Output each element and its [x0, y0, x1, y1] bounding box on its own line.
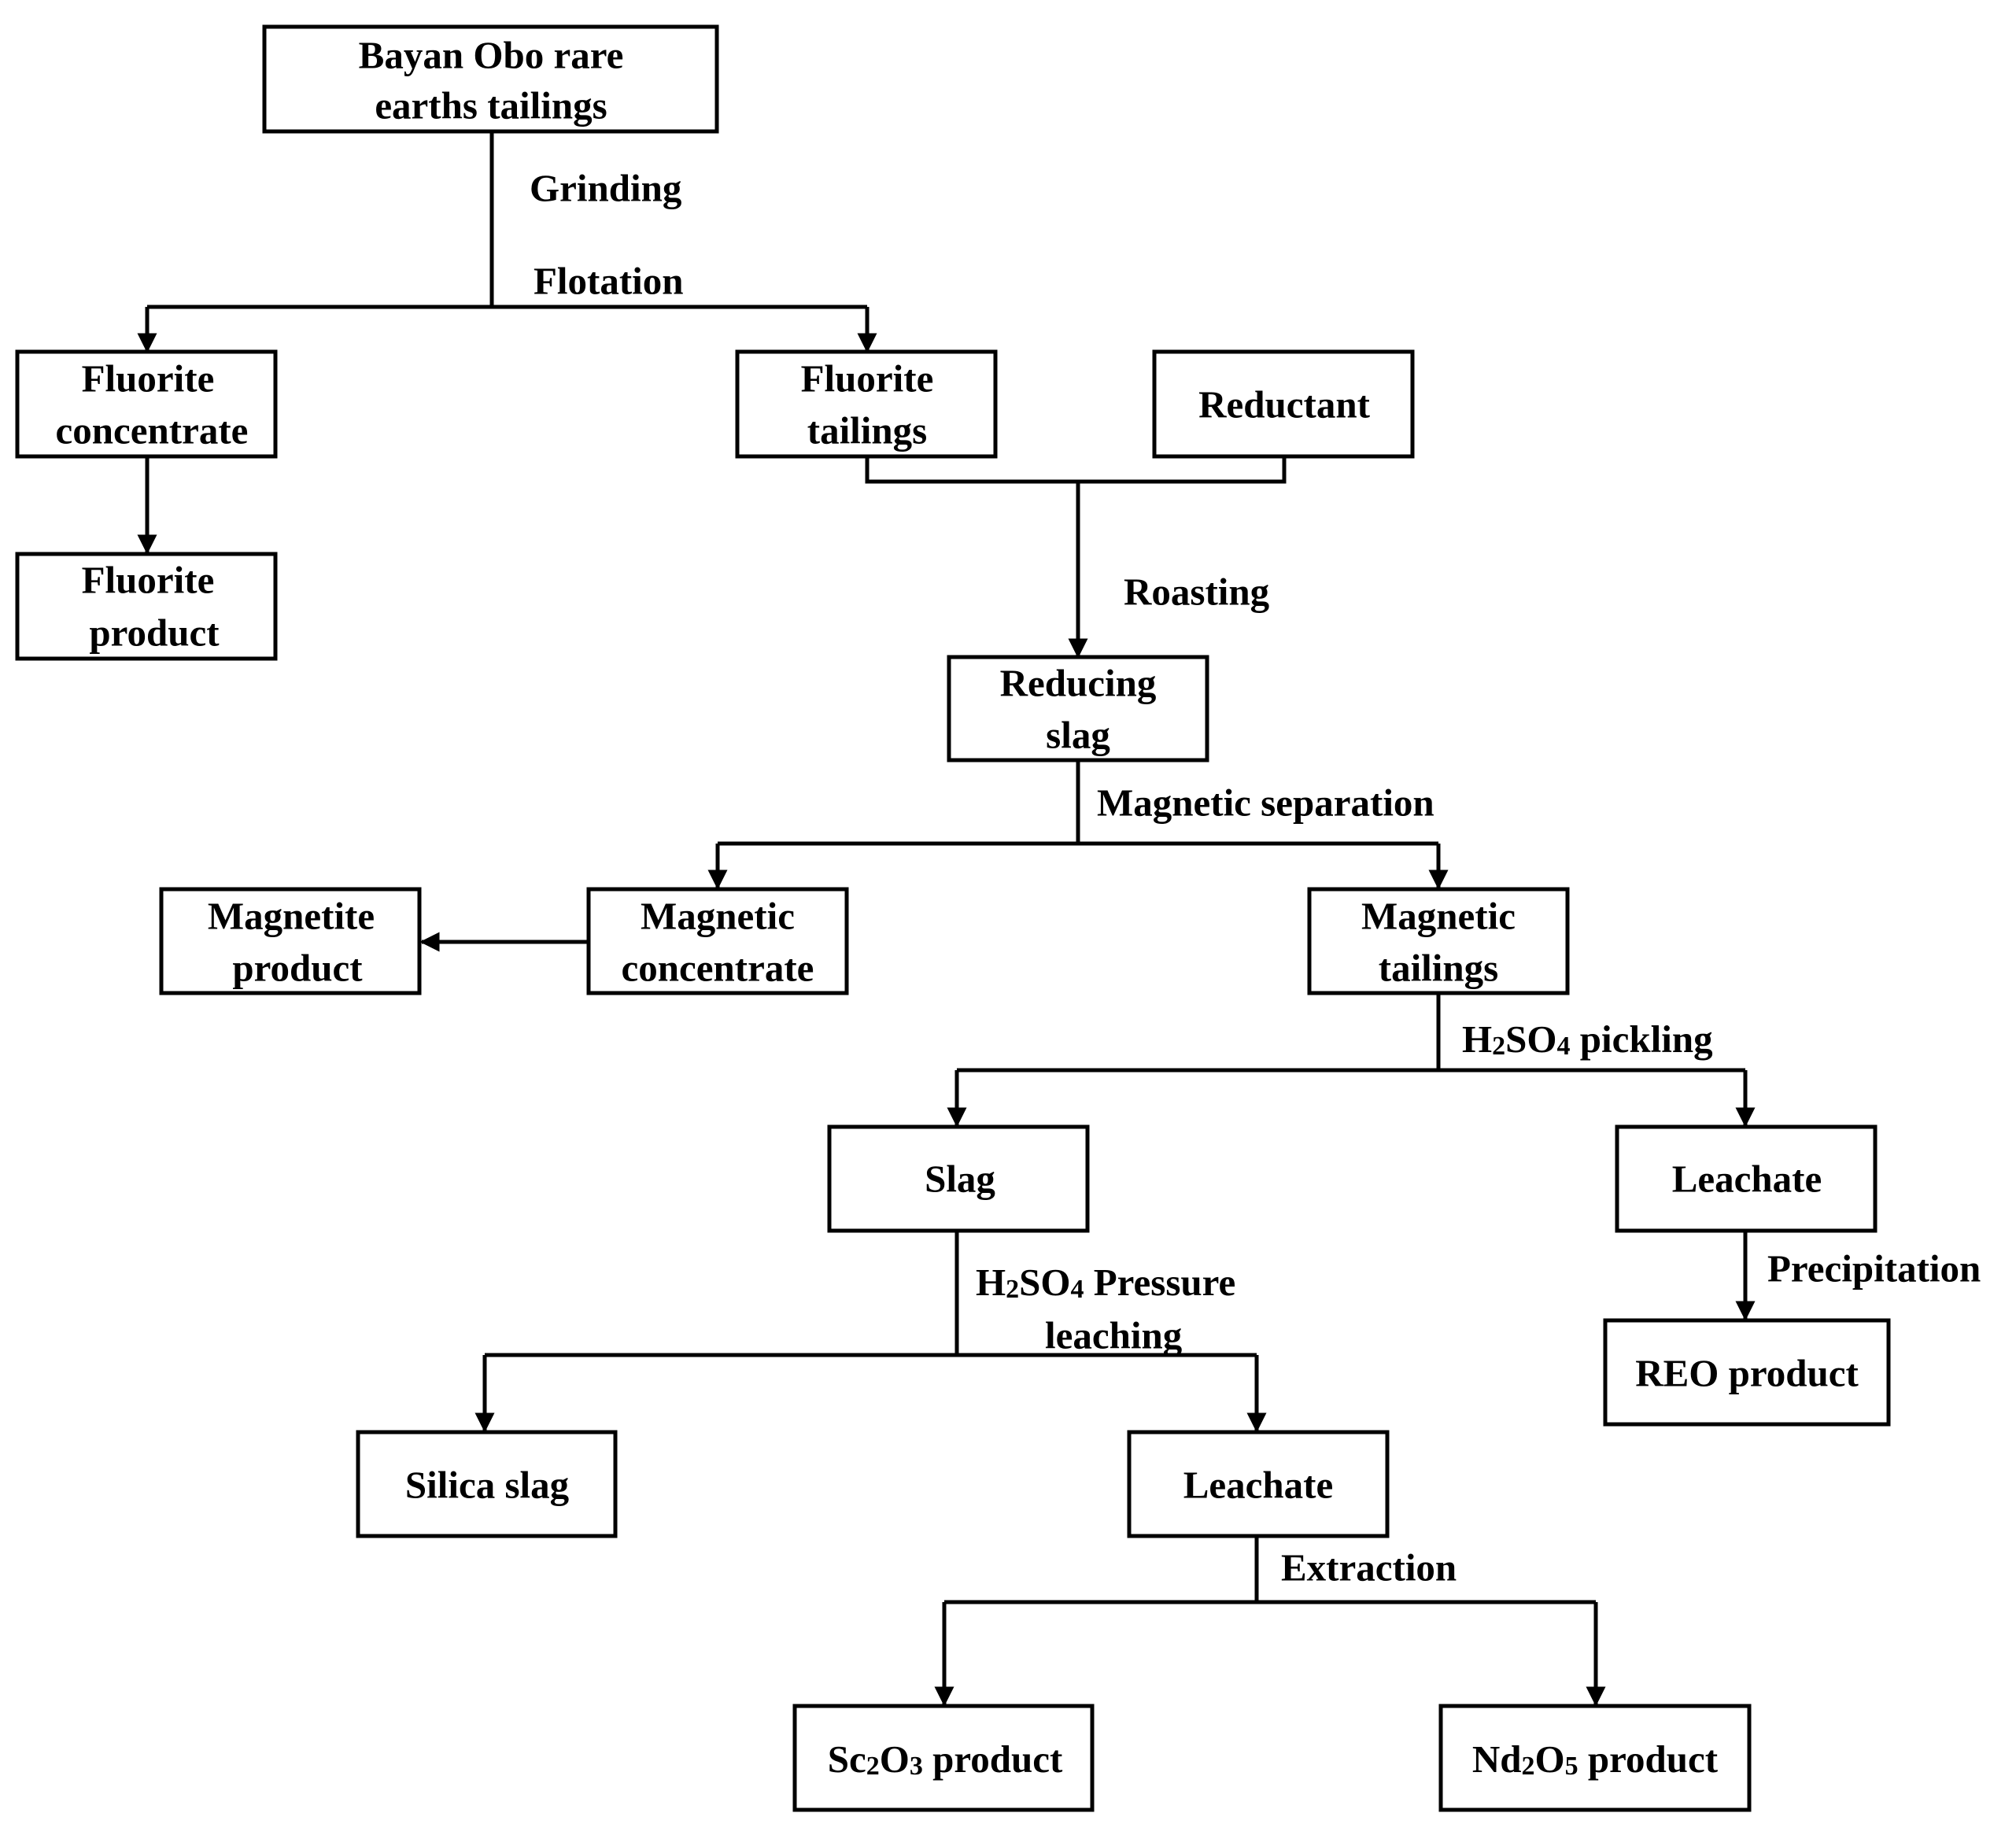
node-label: Silica slag	[405, 1464, 570, 1507]
node-reo-product: REO product	[1603, 1318, 1891, 1427]
node-label: Fluorite	[801, 357, 934, 401]
node-label: product	[232, 947, 363, 990]
node-label: Magnetic	[641, 895, 795, 938]
label-h2so4-pressure: H2SO4 Pressure	[976, 1261, 1235, 1304]
node-label: Nd2O5 product	[1472, 1737, 1719, 1781]
label-precipitation: Precipitation	[1767, 1247, 1981, 1290]
node-label: slag	[1046, 714, 1110, 757]
node-reductant: Reductant	[1152, 349, 1415, 459]
node-label: product	[89, 611, 220, 655]
node-label: Magnetite	[208, 895, 375, 938]
node-magnetite-product: Magnetite product	[159, 887, 422, 995]
node-bayan-obo-tailings: Bayan Obo rare earths tailings	[262, 24, 719, 134]
node-label: Fluorite	[82, 357, 215, 401]
label-roasting: Roasting	[1124, 570, 1270, 614]
node-label: REO product	[1635, 1352, 1859, 1395]
node-slag: Slag	[827, 1124, 1090, 1233]
node-silica-slag: Silica slag	[356, 1430, 618, 1538]
node-label: concentrate	[56, 409, 249, 452]
label-grinding: Grinding	[530, 167, 682, 210]
edge-labels: Grinding Flotation Roasting Magnetic sep…	[530, 167, 1981, 1590]
node-fluorite-tailings: Fluorite tailings	[735, 349, 998, 459]
node-label: concentrate	[622, 947, 814, 990]
node-label: earths tailings	[375, 84, 607, 127]
label-h2so4-pickling: H2SO4 pickling	[1462, 1017, 1713, 1061]
node-leachate-pickling: Leachate	[1615, 1124, 1878, 1233]
node-label: Magnetic	[1361, 895, 1516, 938]
node-label: Fluorite	[82, 559, 215, 602]
node-sc2o3-product: Sc2O3 product	[792, 1704, 1095, 1812]
label-magnetic-separation: Magnetic separation	[1097, 781, 1434, 825]
node-label: Leachate	[1183, 1464, 1334, 1507]
label-leaching: leaching	[1045, 1314, 1183, 1357]
connectors	[137, 131, 1756, 1707]
edge-merge-roasting	[865, 456, 1287, 484]
node-magnetic-tailings: Magnetic tailings	[1307, 887, 1570, 995]
node-label: Sc2O3 product	[828, 1737, 1063, 1781]
node-fluorite-concentrate: Fluorite concentrate	[15, 349, 278, 459]
node-label: Reducing	[1000, 662, 1157, 705]
node-reducing-slag: Reducing slag	[947, 655, 1209, 762]
node-label: tailings	[1379, 947, 1498, 990]
node-label: Bayan Obo rare	[359, 34, 624, 77]
node-label: Leachate	[1672, 1158, 1822, 1201]
node-label: Reductant	[1198, 383, 1370, 426]
node-label: Slag	[925, 1158, 995, 1201]
node-nd2o5-product: Nd2O5 product	[1438, 1704, 1752, 1812]
node-leachate-pressure: Leachate	[1127, 1430, 1390, 1538]
label-extraction: Extraction	[1281, 1546, 1457, 1590]
label-flotation: Flotation	[534, 260, 684, 303]
node-fluorite-product: Fluorite product	[15, 552, 278, 661]
node-label: tailings	[807, 409, 927, 452]
node-magnetic-concentrate: Magnetic concentrate	[586, 887, 849, 995]
